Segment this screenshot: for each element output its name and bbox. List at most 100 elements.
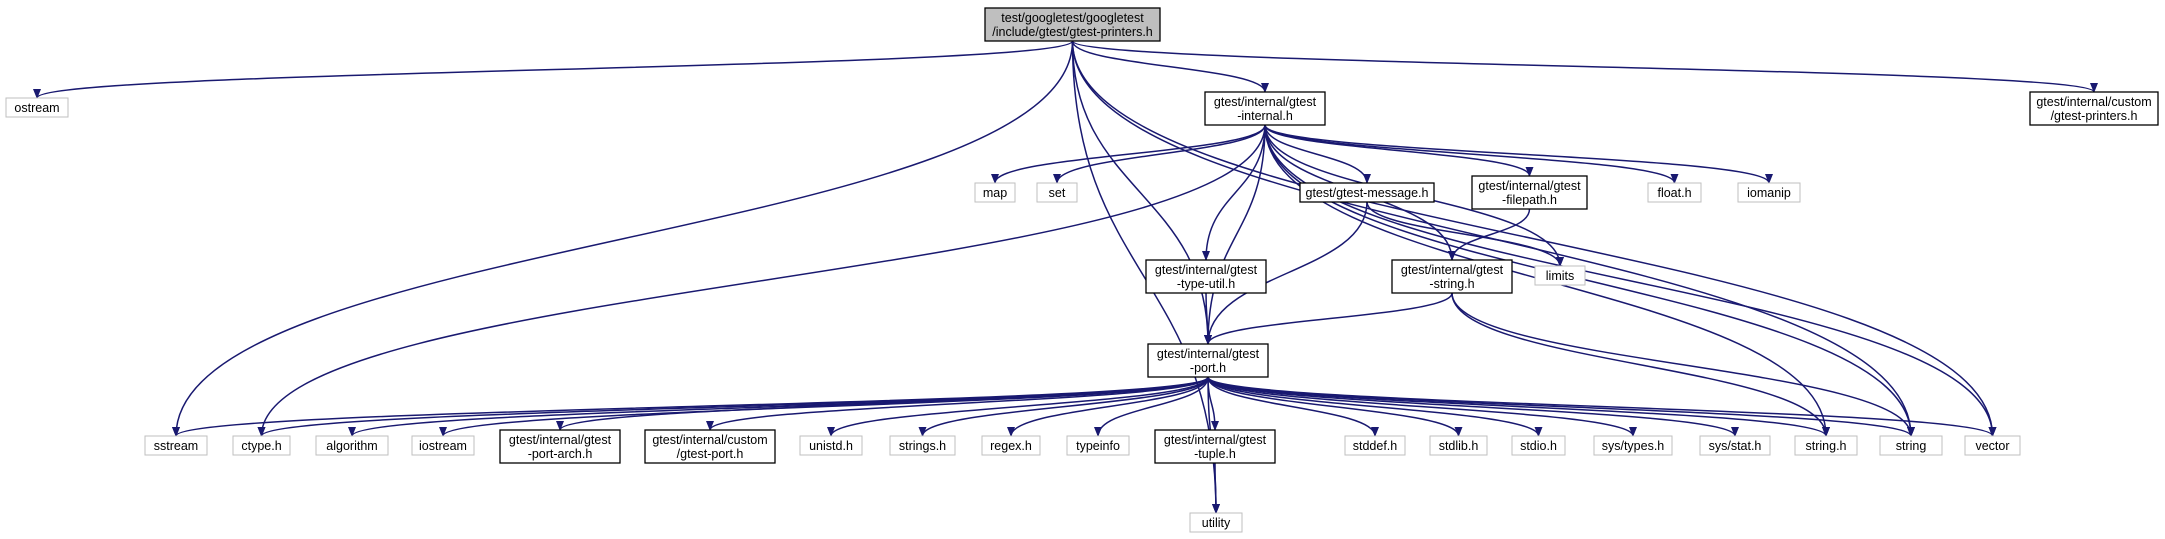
node-box — [1593, 435, 1673, 456]
edge-internal-to-iomanip — [1264, 124, 1773, 184]
node-box — [1344, 435, 1406, 456]
node-internal[interactable]: gtest/internal/gtest-internal.h — [1204, 91, 1326, 126]
node-label: iostream — [419, 439, 467, 453]
node-label: ctype.h — [241, 439, 281, 453]
edge-port-to-unistd-h — [827, 376, 1209, 437]
node-label: iomanip — [1747, 186, 1791, 200]
node-label: -type-util.h — [1177, 277, 1235, 291]
node-box — [1189, 512, 1243, 533]
edge-port-to-sstream — [172, 376, 1209, 437]
node-box — [144, 435, 208, 456]
node-tuple[interactable]: gtest/internal/gtest-tuple.h — [1154, 429, 1276, 464]
edge-gtest-string-to-port — [1204, 292, 1453, 345]
edge-root-to-sstream — [172, 40, 1074, 437]
node-gtest-string[interactable]: gtest/internal/gtest-string.h — [1391, 259, 1513, 294]
node-box — [411, 435, 475, 456]
node-box — [1066, 435, 1130, 456]
node-box — [315, 435, 389, 456]
node-box — [1699, 435, 1771, 456]
node-label: gtest/internal/gtest — [1214, 95, 1317, 109]
node-sstream: sstream — [144, 435, 208, 456]
edge-internal-to-type-util — [1202, 124, 1266, 261]
node-string: string — [1879, 435, 1943, 456]
edge-tuple-to-utility — [1211, 462, 1220, 514]
node-map: map — [974, 182, 1016, 203]
node-box — [1204, 91, 1326, 126]
node-box — [1154, 429, 1276, 464]
node-box — [1391, 259, 1513, 294]
node-type-util[interactable]: gtest/internal/gtest-type-util.h — [1145, 259, 1267, 294]
node-box — [1647, 182, 1702, 203]
edge-filepath-to-gtest-string — [1448, 208, 1531, 261]
node-label: gtest/gtest-message.h — [1306, 186, 1429, 200]
node-label: gtest/internal/gtest — [1164, 433, 1267, 447]
node-label: -string.h — [1429, 277, 1474, 291]
edge-internal-to-vector — [1264, 124, 1997, 437]
node-label: sys/types.h — [1602, 439, 1665, 453]
edge-port-to-port-arch — [556, 376, 1209, 431]
node-message[interactable]: gtest/gtest-message.h — [1299, 182, 1435, 203]
node-float-h: float.h — [1647, 182, 1702, 203]
node-ctype-h: ctype.h — [232, 435, 291, 456]
node-limits: limits — [1534, 265, 1586, 286]
node-sys-stat-h: sys/stat.h — [1699, 435, 1771, 456]
node-label: test/googletest/googletest — [1001, 11, 1144, 25]
edge-root-to-ostream — [33, 40, 1074, 99]
node-label: utility — [1202, 516, 1231, 530]
node-box — [974, 182, 1016, 203]
node-filepath[interactable]: gtest/internal/gtest-filepath.h — [1471, 175, 1588, 210]
dependency-edges — [33, 40, 2098, 514]
edge-port-to-typeinfo — [1094, 376, 1209, 437]
node-label: gtest/internal/gtest — [1401, 263, 1504, 277]
node-custom-printers[interactable]: gtest/internal/custom/gtest-printers.h — [2029, 91, 2159, 126]
node-label: strings.h — [899, 439, 946, 453]
node-label: gtest/internal/gtest — [1155, 263, 1258, 277]
node-box — [1737, 182, 1801, 203]
edge-port-to-vector — [1207, 376, 1997, 437]
node-sys-types-h: sys/types.h — [1593, 435, 1673, 456]
node-label: /include/gtest/gtest-printers.h — [992, 25, 1153, 39]
node-port[interactable]: gtest/internal/gtest-port.h — [1147, 343, 1269, 378]
node-box — [1471, 175, 1588, 210]
node-label: stddef.h — [1353, 439, 1398, 453]
dependency-nodes: test/googletest/googletest/include/gtest… — [5, 7, 2159, 533]
node-label: -port-arch.h — [528, 447, 593, 461]
node-label: float.h — [1657, 186, 1691, 200]
node-box — [1429, 435, 1488, 456]
edge-port-to-stddef-h — [1207, 376, 1379, 437]
node-label: ostream — [14, 101, 59, 115]
node-custom-port[interactable]: gtest/internal/custom/gtest-port.h — [644, 429, 776, 464]
node-box — [232, 435, 291, 456]
node-label: -port.h — [1190, 361, 1226, 375]
node-port-arch[interactable]: gtest/internal/gtest-port-arch.h — [499, 429, 621, 464]
node-label: /gtest-printers.h — [2051, 109, 2138, 123]
edge-internal-to-string — [1264, 124, 1915, 437]
node-label: gtest/internal/custom — [2036, 95, 2151, 109]
node-box — [2029, 91, 2159, 126]
node-label: -filepath.h — [1502, 193, 1557, 207]
edge-internal-to-float-h — [1264, 124, 1679, 184]
edge-port-to-stdlib-h — [1207, 376, 1463, 437]
node-label: stdlib.h — [1439, 439, 1479, 453]
node-root[interactable]: test/googletest/googletest/include/gtest… — [984, 7, 1161, 42]
node-typeinfo: typeinfo — [1066, 435, 1130, 456]
node-iostream: iostream — [411, 435, 475, 456]
node-box — [981, 435, 1041, 456]
node-label: string — [1896, 439, 1927, 453]
node-utility: utility — [1189, 512, 1243, 533]
node-box — [1036, 182, 1078, 203]
node-label: map — [983, 186, 1007, 200]
node-label: -internal.h — [1237, 109, 1293, 123]
node-box — [1879, 435, 1943, 456]
edge-root-to-vector — [1071, 40, 1997, 437]
node-box — [644, 429, 776, 464]
node-unistd-h: unistd.h — [799, 435, 863, 456]
node-box — [1299, 182, 1435, 203]
edge-port-to-sys-types-h — [1207, 376, 1637, 437]
edge-root-to-utility — [1071, 40, 1220, 514]
edge-internal-to-set — [1053, 124, 1266, 184]
node-label: algorithm — [326, 439, 377, 453]
node-label: regex.h — [990, 439, 1032, 453]
edge-port-to-custom-port — [706, 376, 1209, 431]
node-label: gtest/internal/gtest — [1478, 179, 1581, 193]
